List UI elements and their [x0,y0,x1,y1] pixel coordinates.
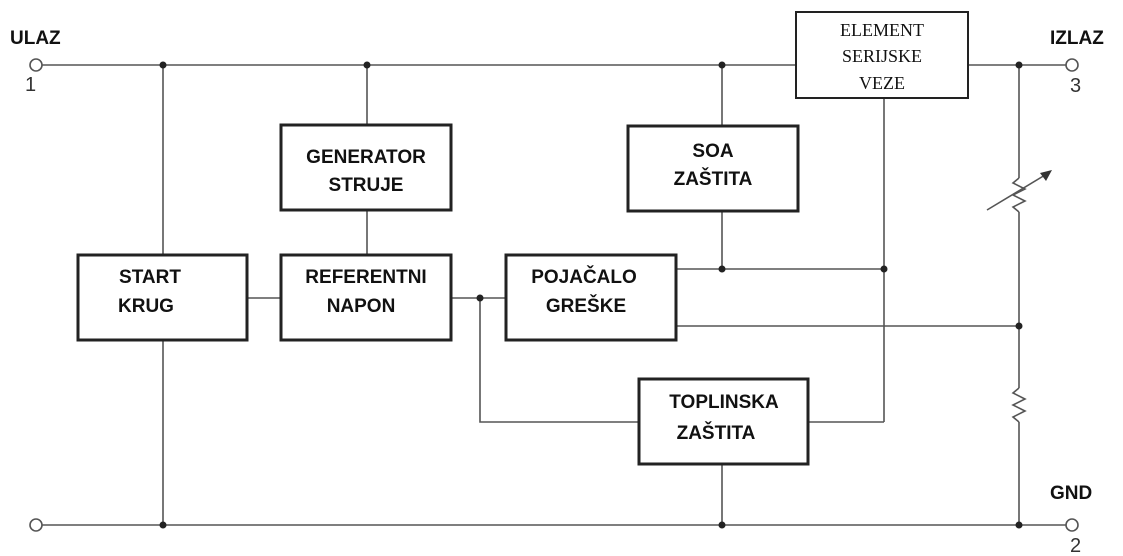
wire-reference-thermal [479,298,639,423]
start-circuit-block: START KRUG [76,253,249,342]
soa-protection-line-1: SOA [692,141,733,162]
terminals: ULAZ 1 IZLAZ 3 GND 2 [10,28,1104,556]
variable-resistor-arrow [986,171,1051,211]
error-amplifier-line-1: POJAČALO [531,266,637,288]
junction-dot [1015,322,1023,330]
series-element-box [795,11,969,99]
soa-protection-box [626,124,800,213]
input-terminal [29,58,43,72]
fixed-resistor [1011,387,1027,423]
soa-protection-block: SOA ZAŠTITA [626,124,800,213]
error-amplifier-block: POJAČALO GREŠKE [504,253,678,342]
current-generator-box [279,123,453,212]
output-label: IZLAZ [1050,28,1104,49]
series-element-block: ELEMENT SERIJSKE VEZE [795,11,969,99]
junction-dot [1015,61,1023,69]
series-element-line-2: SERIJSKE [842,46,922,66]
start-circuit-line-2: KRUG [118,296,174,317]
thermal-protection-box [637,377,810,466]
start-circuit-line-1: START [119,267,181,288]
ground-terminal [1065,518,1079,532]
junction-dot [718,61,726,69]
arrowhead-icon [1040,170,1052,181]
error-amplifier-line-2: GREŠKE [546,295,626,317]
start-circuit-box [76,253,249,342]
thermal-protection-block: TOPLINSKA ZAŠTITA [637,377,810,466]
series-element-line-1: ELEMENT [840,20,924,40]
junctions [159,61,1023,529]
thermal-protection-line-1: TOPLINSKA [669,392,779,413]
reference-voltage-line-1: REFERENTNI [305,267,426,288]
junction-dot [159,61,167,69]
series-element-line-3: VEZE [859,73,905,93]
ground-label: GND [1050,483,1092,504]
junction-dot [159,521,167,529]
junction-dot [718,265,726,273]
input-label: ULAZ [10,28,61,49]
junction-dot [880,265,888,273]
input-pin-number: 1 [25,74,36,96]
soa-protection-line-2: ZAŠTITA [674,168,753,190]
wires [42,64,1066,526]
junction-dot [476,294,484,302]
output-pin-number: 3 [1070,75,1081,97]
junction-dot [1015,521,1023,529]
ground-left-terminal [29,518,43,532]
output-terminal [1065,58,1079,72]
reference-voltage-box [279,253,453,342]
current-generator-line-1: GENERATOR [306,147,426,168]
junction-dot [718,521,726,529]
reference-voltage-block: REFERENTNI NAPON [279,253,453,342]
variable-resistor [1011,177,1027,213]
current-generator-line-2: STRUJE [329,175,404,196]
ground-pin-number: 2 [1070,535,1081,556]
reference-voltage-line-2: NAPON [327,296,396,317]
thermal-protection-line-2: ZAŠTITA [677,422,756,444]
junction-dot [363,61,371,69]
current-generator-block: GENERATOR STRUJE [279,123,453,212]
error-amplifier-box [504,253,678,342]
